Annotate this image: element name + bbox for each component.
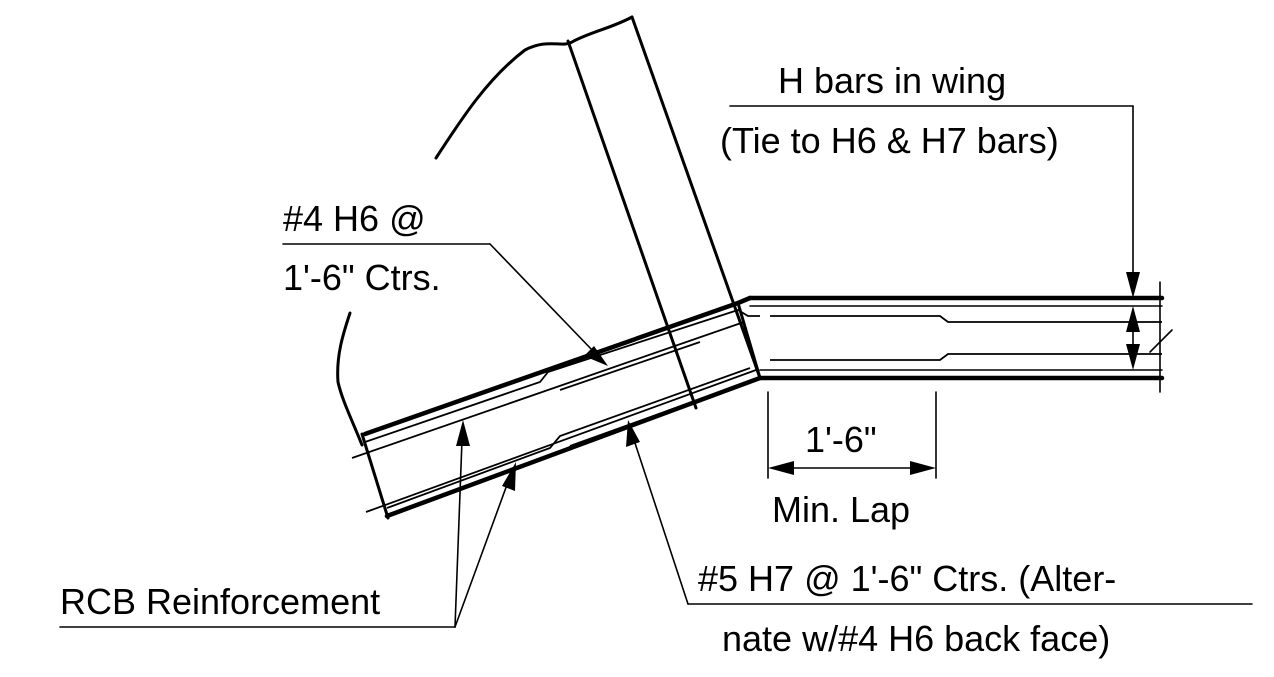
h-bar-wing-bottom [770,353,1162,361]
wing-break-tick [1149,329,1173,353]
h6-bar-lap [559,341,701,391]
inclined-wing-bottom-face [384,375,763,519]
barrel-walls [360,15,763,520]
barrel-break-lines [336,15,634,447]
rcb-leader-2 [454,481,509,628]
lap-caption-label: Min. Lap [772,489,910,530]
lap-dimension-label: 1'-6" [805,419,877,460]
h-bars-label-line2: (Tie to H6 & H7 bars) [720,120,1059,161]
straight-wing [735,281,1173,393]
lap-arrowhead-left [768,461,794,475]
headwall-outer-line [630,15,762,380]
h7-label-line1: #5 H7 @ 1'-6" Ctrs. (Alter- [698,558,1116,599]
h6-label-line1: #4 H6 @ [283,198,426,239]
text-labels: H bars in wing (Tie to H6 & H7 bars) #4 … [60,60,1116,659]
h-bar-wing-top [770,315,1162,323]
h7-arrowhead [626,420,640,447]
rcb-leader-1 [454,439,463,628]
rcb-bar-top [351,321,745,459]
leaders [59,105,1253,628]
h7-label-line2: nate w/#4 H6 back face) [722,618,1110,659]
h-bars-arrowhead-bottom-down [1126,344,1140,370]
h6-bar [364,309,760,443]
inclined-wing-top-face [362,300,741,437]
top-break-line [434,15,634,160]
left-break-line [336,311,364,447]
h-bars-arrowhead-bottom-up [1126,306,1140,332]
wing-break-corner [736,301,762,380]
h6-label-line2: 1'-6" Ctrs. [283,257,441,298]
rcb-bar-bottom [365,369,757,513]
wing-end-left [360,432,390,520]
reinforcing-bars [351,309,1162,513]
rcb-label: RCB Reinforcement [60,581,380,622]
rcb-arrowhead-2 [502,462,516,491]
h-bars-label-line1: H bars in wing [778,60,1006,101]
h7-bar-lap [569,391,721,447]
h6-arrowhead [584,346,608,366]
lap-arrowhead-right [910,461,936,475]
h7-leader [633,439,689,605]
h-bars-arrowhead-top [1126,272,1140,298]
rcb-arrowhead-1 [456,420,470,446]
h6-leader [489,243,595,353]
h7-bar [386,367,751,509]
